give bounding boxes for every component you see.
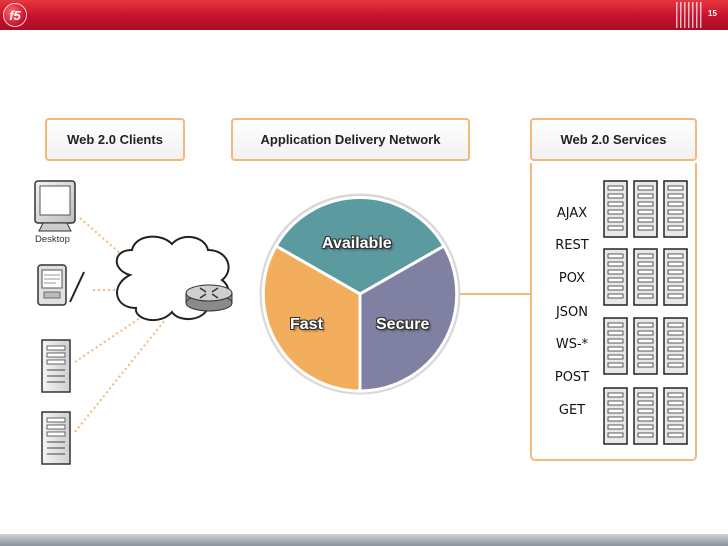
server-rack-icon bbox=[633, 387, 658, 445]
server-rack-icon bbox=[603, 180, 628, 238]
service-item-rest: REST bbox=[555, 238, 589, 253]
server-rack-icon bbox=[663, 317, 688, 375]
pie-label-secure: Secure bbox=[376, 316, 430, 333]
server-rack-icon bbox=[603, 317, 628, 375]
adn-pie-chart bbox=[259, 193, 461, 395]
service-item-ajax: AJAX bbox=[556, 206, 588, 221]
service-item-post: POST bbox=[554, 370, 590, 385]
desktop-computer-icon bbox=[34, 180, 76, 232]
service-item-get: GET bbox=[558, 403, 586, 418]
pie-label-available: Available bbox=[322, 235, 392, 252]
server-rack-icon bbox=[663, 248, 688, 306]
top-bar: f5 15 bbox=[0, 0, 728, 30]
server-racks bbox=[603, 180, 688, 445]
router-icon bbox=[185, 284, 233, 312]
service-item-json: JSON bbox=[555, 305, 589, 320]
client-tower-icon bbox=[41, 339, 71, 393]
desktop-label: Desktop bbox=[35, 234, 70, 245]
network-header: Application Delivery Network bbox=[231, 118, 470, 161]
server-rack-icon bbox=[633, 180, 658, 238]
pda-icon bbox=[37, 264, 85, 306]
server-rack-icon bbox=[603, 248, 628, 306]
server-rack-icon bbox=[663, 387, 688, 445]
service-item-ws: WS-* bbox=[555, 337, 589, 352]
pie-segment-fast bbox=[261, 243, 362, 393]
server-rack-icon bbox=[633, 248, 658, 306]
clients-header: Web 2.0 Clients bbox=[45, 118, 185, 161]
decorative-stripes bbox=[676, 2, 702, 28]
pie-segment-secure bbox=[358, 243, 459, 393]
services-header: Web 2.0 Services bbox=[530, 118, 697, 161]
bottom-bar bbox=[0, 534, 728, 546]
server-rack-icon bbox=[663, 180, 688, 238]
page-number: 15 bbox=[708, 9, 717, 18]
service-item-pox: POX bbox=[558, 271, 586, 286]
pie-label-fast: Fast bbox=[290, 316, 323, 333]
server-rack-icon bbox=[603, 387, 628, 445]
client-tower-icon bbox=[41, 411, 71, 465]
f5-logo: f5 bbox=[3, 3, 27, 27]
server-rack-icon bbox=[633, 317, 658, 375]
